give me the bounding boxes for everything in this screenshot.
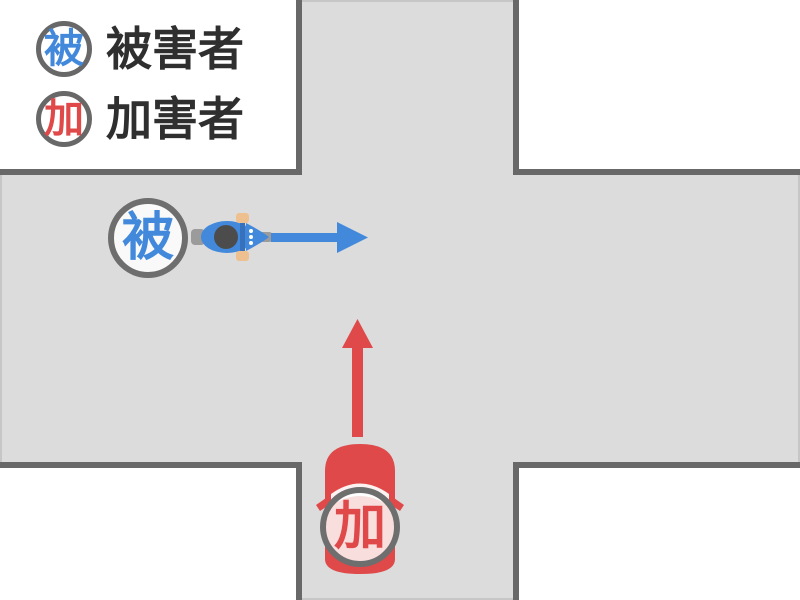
- offender-badge-icon: 加: [36, 91, 92, 147]
- offender-marker-badge: 加: [320, 487, 400, 567]
- building-block-top-right: [513, 0, 800, 175]
- victim-legend-label: 被害者: [106, 23, 244, 75]
- legend: 被 被害者 加 加害者: [36, 18, 244, 158]
- offender-legend-label: 加害者: [106, 93, 244, 145]
- motorcycle-icon: [191, 213, 273, 261]
- legend-item-offender: 加 加害者: [36, 88, 244, 150]
- legend-item-victim: 被 被害者: [36, 18, 244, 80]
- victim-badge-icon: 被: [36, 21, 92, 77]
- building-block-bottom-left: [0, 462, 302, 600]
- building-block-bottom-right: [513, 462, 800, 600]
- victim-marker-badge: 被: [108, 198, 188, 278]
- victim-direction-arrow-icon: [271, 222, 368, 253]
- offender-direction-arrow-icon: [342, 319, 373, 437]
